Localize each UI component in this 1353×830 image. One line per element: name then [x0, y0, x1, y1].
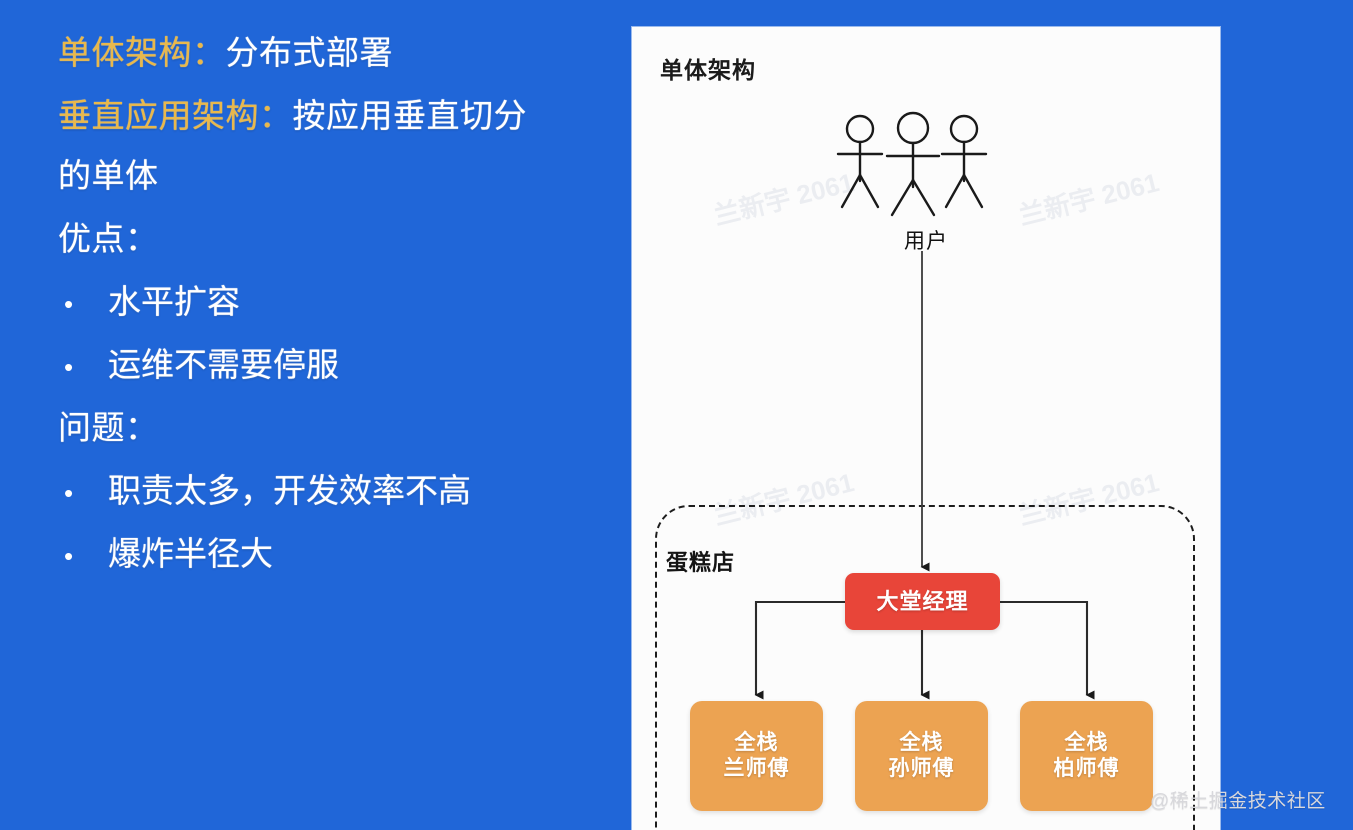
- node-worker-1[interactable]: 全栈 兰师傅: [690, 701, 823, 811]
- list-item-label: 水平扩容: [108, 283, 240, 320]
- worker-2-name: 孙师傅: [888, 757, 955, 780]
- worker-1-role: 全栈: [734, 730, 779, 754]
- user-figures-group: [832, 109, 992, 227]
- worker-2-role: 全栈: [899, 730, 944, 754]
- heading-2-value: 按应用垂直切分: [292, 97, 527, 134]
- list-item: • 爆炸半径大: [58, 537, 628, 570]
- heading-line-2: 垂直应用架构：按应用垂直切分: [58, 99, 628, 132]
- heading-1-separator: ：: [192, 34, 226, 71]
- pros-title: 优点：: [58, 220, 159, 257]
- list-item-label: 职责太多，开发效率不高: [108, 472, 471, 509]
- heading-1-value: 分布式部署: [225, 34, 393, 71]
- list-item: • 职责太多，开发效率不高: [58, 474, 628, 507]
- bakery-label: 蛋糕店: [666, 550, 736, 575]
- list-item-label: 爆炸半径大: [108, 535, 273, 572]
- users-label: 用户: [904, 230, 948, 253]
- node-worker-2[interactable]: 全栈 孙师傅: [855, 701, 988, 811]
- cons-title: 问题：: [58, 409, 159, 446]
- worker-3-role: 全栈: [1064, 730, 1109, 754]
- diagram-panel: 单体架构 兰新宇 2061 兰新宇 2061 兰新宇 2061 兰新宇 2061: [632, 27, 1220, 830]
- left-text-column: 单体架构：分布式部署 垂直应用架构：按应用垂直切分 的单体 优点： • 水平扩容…: [58, 36, 628, 600]
- heading-1-label: 单体架构: [58, 34, 192, 71]
- node-manager[interactable]: 大堂经理: [845, 573, 1000, 630]
- worker-3-name: 柏师傅: [1053, 757, 1120, 780]
- diagram-title: 单体架构: [660, 57, 756, 83]
- list-item-label: 运维不需要停服: [108, 346, 339, 383]
- bakery-boundary-box: [655, 505, 1195, 830]
- bullet-icon: •: [64, 289, 74, 319]
- heading-2-continuation: 的单体: [58, 157, 159, 194]
- bullet-icon: •: [64, 541, 74, 571]
- list-item: • 运维不需要停服: [58, 348, 628, 381]
- heading-2-separator: ：: [259, 97, 293, 134]
- worker-1-name: 兰师傅: [723, 757, 790, 780]
- heading-2-label: 垂直应用架构: [58, 97, 259, 134]
- corner-watermark: @稀土掘金技术社区: [1150, 791, 1326, 812]
- node-worker-3[interactable]: 全栈 柏师傅: [1020, 701, 1153, 811]
- list-item: • 水平扩容: [58, 285, 628, 318]
- background-watermark: 兰新宇 2061: [1015, 167, 1162, 231]
- bullet-icon: •: [64, 352, 74, 382]
- bullet-icon: •: [64, 478, 74, 508]
- heading-line-1: 单体架构：分布式部署: [58, 36, 628, 69]
- stick-figures-icon: [836, 111, 988, 217]
